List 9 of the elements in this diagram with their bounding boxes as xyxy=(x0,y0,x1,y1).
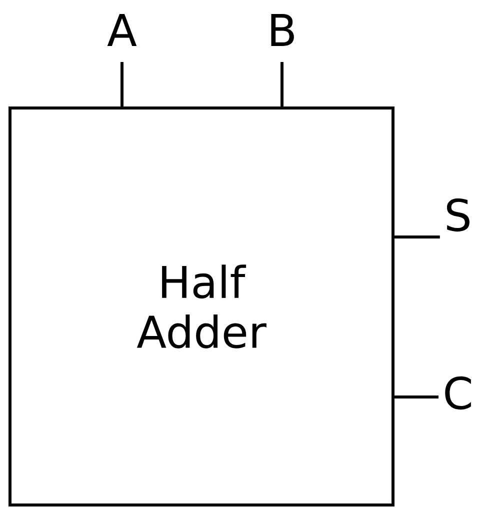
pin-line xyxy=(394,396,438,398)
port-label: C xyxy=(445,376,471,410)
pin-line xyxy=(280,62,284,106)
port-label: A xyxy=(107,14,137,46)
port-label: S xyxy=(446,198,470,232)
pin-line xyxy=(394,236,440,238)
port-label: B xyxy=(271,14,294,46)
block-box: Half Adder xyxy=(8,106,394,506)
pin-line xyxy=(120,62,124,106)
